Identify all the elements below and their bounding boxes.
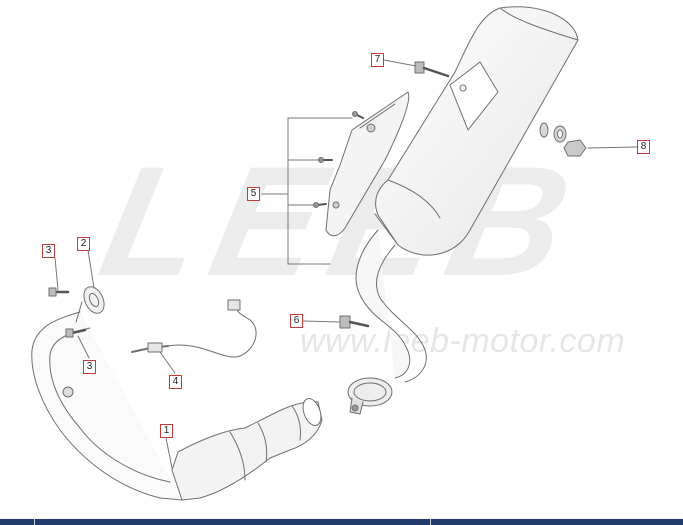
oxygen-sensor (131, 299, 257, 358)
callout-3-upper: 3 (42, 244, 55, 258)
header-pipe (31, 311, 183, 501)
callout-8: 8 (637, 140, 650, 154)
exhaust-flange (75, 286, 105, 323)
callout-6: 6 (290, 314, 303, 328)
callout-2: 2 (77, 237, 90, 251)
muffler (374, 6, 579, 256)
bottom-divider (430, 519, 431, 525)
leader-lines (54, 59, 638, 469)
link-pipe (355, 229, 427, 383)
muffler-bolt (339, 315, 370, 329)
catalytic-converter (171, 398, 323, 501)
pipe-clamp (347, 377, 393, 415)
heat-shield (325, 91, 410, 237)
bottom-divider (34, 519, 35, 525)
callout-1: 1 (160, 424, 173, 438)
bottom-bar (0, 519, 683, 525)
callout-3-lower: 3 (83, 360, 96, 374)
heat-shield-screws (313, 111, 364, 208)
hanger-nut-washer (539, 122, 587, 157)
callout-7: 7 (371, 53, 384, 67)
hanger-bolt (414, 61, 450, 78)
website-watermark: www.leeb-motor.com (300, 322, 626, 360)
callout-5: 5 (247, 187, 260, 201)
callout-4: 4 (169, 375, 182, 389)
manifold-bolts (48, 287, 87, 338)
